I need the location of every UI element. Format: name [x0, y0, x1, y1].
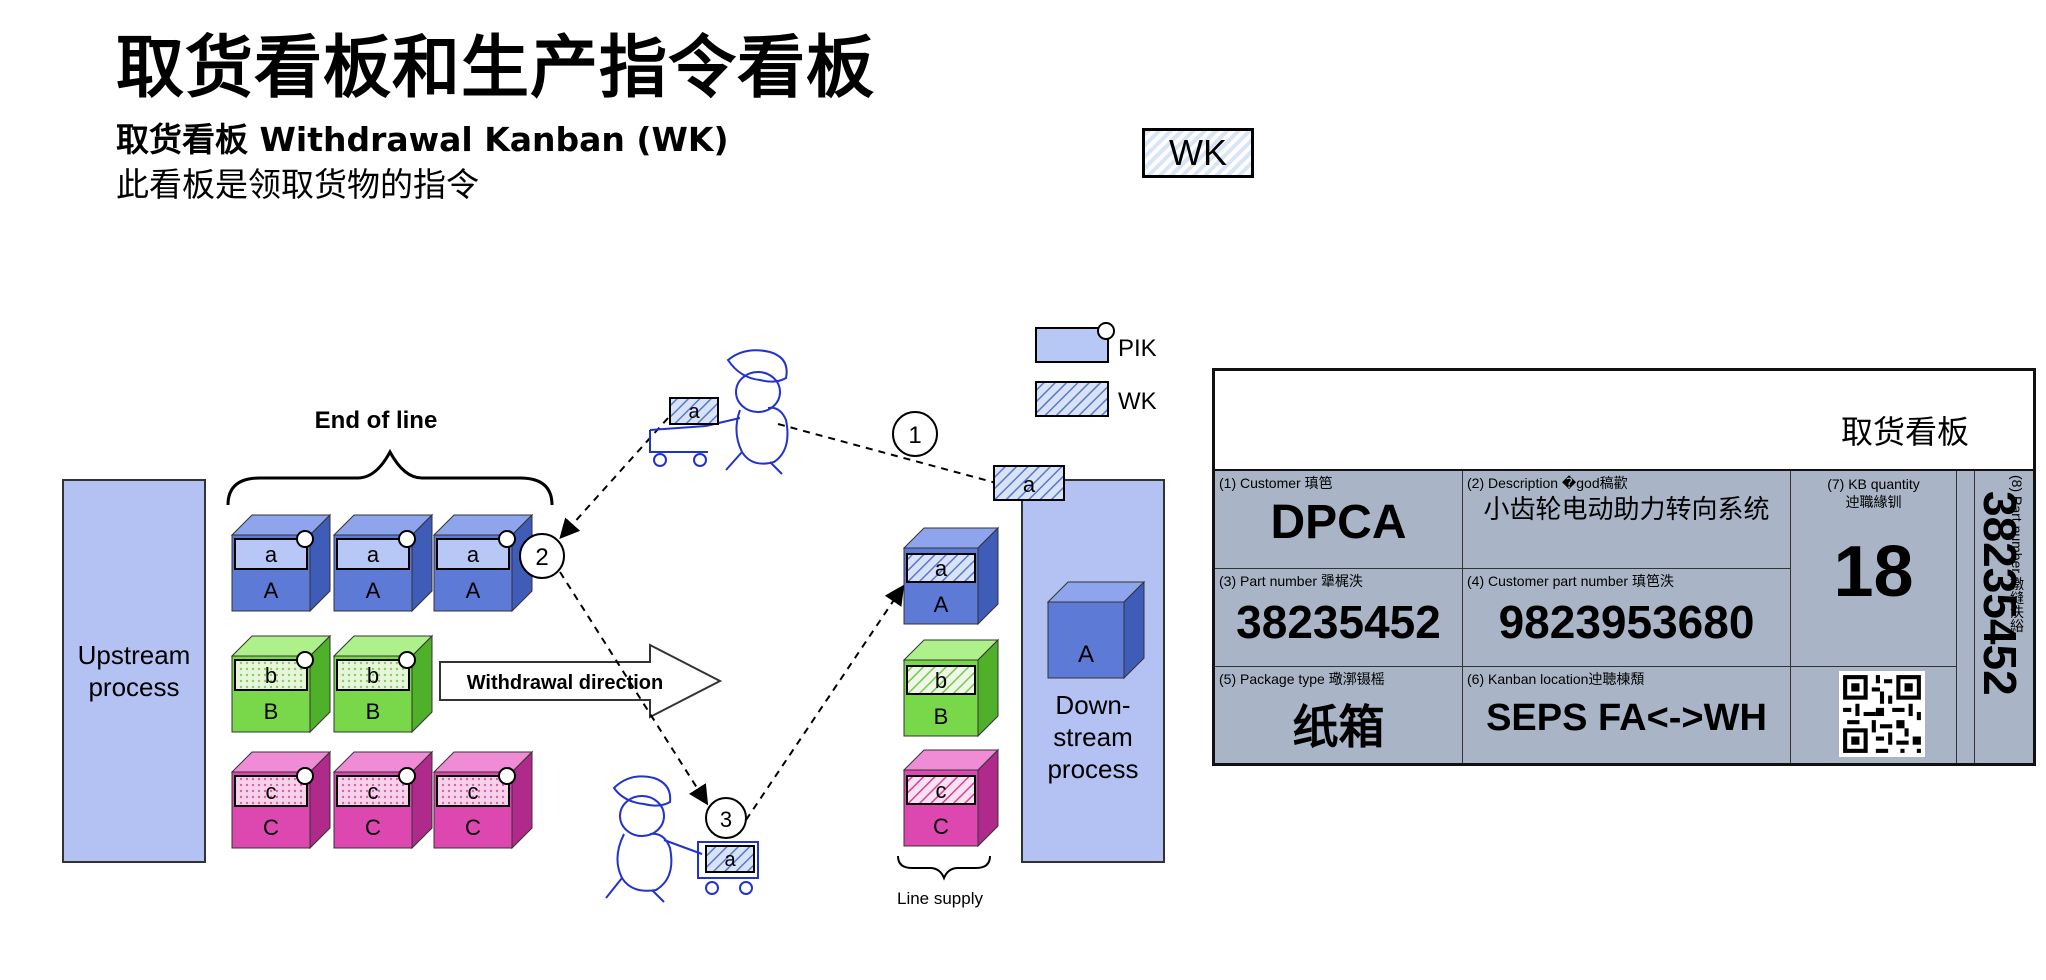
wk-badge: WK — [1142, 128, 1254, 178]
card-header: 取货看板 — [1215, 371, 2033, 471]
withdrawal-kanban-card: 取货看板 (1) Customer 瑱笆 DPCA (2) Descriptio… — [1212, 368, 2036, 766]
step-2: 2 — [519, 533, 565, 579]
step-3: 3 — [705, 797, 747, 839]
line-supply-brace — [897, 855, 991, 881]
page-title: 取货看板和生产指令看板 — [116, 29, 876, 108]
upstream-process-box — [62, 479, 206, 863]
end-of-line-brace — [226, 448, 554, 506]
description-value: 小齿轮电动助力转向系统 — [1483, 495, 1770, 525]
bin-tag-a: a — [265, 542, 278, 567]
legend: PIK WK — [1035, 322, 1157, 417]
bin-row-c: c C c C c C — [230, 750, 534, 850]
supply-part-a: A — [934, 592, 949, 617]
flow-line-2 — [559, 417, 669, 539]
wk-card-worker1-tag: a — [688, 401, 700, 423]
end-of-line-label: End of line — [315, 407, 438, 434]
wk-card-worker2-tag: a — [724, 849, 736, 871]
kanban-flow-diagram: Upstream process A Down- stream process … — [62, 322, 1165, 908]
wk-card-top-tag: a — [1023, 472, 1036, 497]
section-heading: 取货看板 Withdrawal Kanban (WK) — [116, 120, 729, 159]
vertical-part-number-value: 38235452 — [1974, 491, 2026, 696]
line-supply-bins: a A b B c C — [902, 526, 1000, 848]
vertical-part-number-label: (8) Part number 譈縫泆綌 — [2009, 475, 2025, 633]
bin-part-c: C — [263, 815, 279, 840]
location-cell: (6) Kanban location迚聴棟頽 SEPS FA<->WH — [1463, 667, 1791, 763]
wk-card-worker1 — [669, 397, 719, 425]
supply-tag-a: a — [935, 556, 948, 581]
card-divider — [1957, 471, 1975, 763]
wk-card-worker2 — [705, 845, 755, 873]
qr-code-icon — [1839, 671, 1925, 757]
supply-tag-c: c — [936, 778, 947, 803]
bin-tag-a: a — [467, 542, 480, 567]
package-label: (5) Package type 璥漷镊榣 — [1219, 671, 1385, 687]
step-3-label: 3 — [720, 807, 732, 832]
supply-part-b: B — [934, 704, 949, 729]
kb-quantity-label: (7) KB quantity 迚職緣钏 — [1791, 475, 1956, 511]
section-description: 此看板是领取货物的指令 — [116, 165, 479, 204]
customer-part-cell: (4) Customer part number 瑱笆泆 9823953680 — [1463, 569, 1791, 667]
step-1-label: 1 — [908, 422, 921, 449]
bin-tag-c: c — [368, 779, 379, 804]
location-value: SEPS FA<->WH — [1486, 697, 1767, 739]
downstream-label-3: process — [1047, 754, 1138, 784]
customer-part-value: 9823953680 — [1498, 596, 1755, 648]
downstream-bin: A — [1046, 580, 1146, 680]
bin-row-a: a A a A a A — [230, 513, 534, 613]
downstream-label-1: Down- — [1055, 690, 1130, 720]
bin-tag-c: c — [468, 779, 479, 804]
part-number-value: 38235452 — [1236, 596, 1441, 648]
downstream-label-2: stream — [1053, 722, 1132, 752]
line-supply-label: Line supply — [897, 889, 984, 908]
step-2-label: 2 — [535, 544, 548, 571]
worker-with-cart-icon — [649, 349, 789, 475]
bin-part-c: C — [465, 815, 481, 840]
worker-with-cart-icon — [605, 775, 759, 903]
flow-line-4 — [745, 584, 905, 821]
bin-part-c: C — [365, 815, 381, 840]
package-value: 纸箱 — [1292, 700, 1385, 754]
part-number-cell: (3) Part number 犟梶泆 38235452 — [1215, 569, 1463, 667]
vertical-part-number: (8) Part number 譈縫泆綌 38235452 — [1974, 471, 2033, 763]
description-cell: (2) Description �god稿歡 小齿轮电动助力转向系统 — [1463, 471, 1791, 569]
supply-tag-b: b — [935, 668, 947, 693]
kb-quantity-label-1: (7) KB quantity — [1827, 476, 1920, 492]
flow-line-1 — [777, 423, 1001, 485]
location-label: (6) Kanban location迚聴棟頽 — [1467, 671, 1645, 687]
bin-part-a: A — [466, 578, 481, 603]
bin-tag-c: c — [266, 779, 277, 804]
customer-value: DPCA — [1270, 496, 1407, 549]
bin-part-b: B — [366, 699, 381, 724]
bin-tag-b: b — [367, 663, 379, 688]
customer-part-label: (4) Customer part number 瑱笆泆 — [1467, 573, 1674, 589]
upstream-label-1: Upstream — [78, 640, 191, 670]
part-number-label: (3) Part number 犟梶泆 — [1219, 573, 1363, 589]
legend-pik: PIK — [1118, 335, 1157, 362]
upstream-label-2: process — [88, 672, 179, 702]
bin-tag-a: a — [367, 542, 380, 567]
qr-cell — [1791, 667, 1957, 763]
downstream-bin-label: A — [1078, 641, 1094, 668]
flow-line-3 — [559, 571, 709, 806]
withdrawal-direction-arrow — [439, 643, 723, 719]
wk-card-top — [993, 465, 1065, 501]
bin-part-a: A — [366, 578, 381, 603]
supply-part-c: C — [933, 814, 949, 839]
kb-quantity-label-2: 迚職緣钏 — [1845, 494, 1902, 510]
legend-wk: WK — [1118, 388, 1157, 415]
card-name: 取货看板 — [1840, 413, 1969, 451]
withdrawal-direction-label: Withdrawal direction — [467, 672, 664, 694]
customer-cell: (1) Customer 瑱笆 DPCA — [1215, 471, 1463, 569]
kb-quantity-value: 18 — [1833, 532, 1914, 612]
bin-part-b: B — [264, 699, 279, 724]
customer-label: (1) Customer 瑱笆 — [1219, 475, 1333, 491]
package-cell: (5) Package type 璥漷镊榣 纸箱 — [1215, 667, 1463, 763]
description-label: (2) Description �god稿歡 — [1467, 475, 1628, 491]
kb-quantity-cell: (7) KB quantity 迚職緣钏 18 — [1791, 471, 1957, 667]
bin-part-a: A — [264, 578, 279, 603]
step-1: 1 — [892, 411, 938, 457]
bin-tag-b: b — [265, 663, 277, 688]
card-body: (1) Customer 瑱笆 DPCA (2) Description �go… — [1215, 471, 2033, 763]
bin-row-b: b B b B — [230, 634, 434, 734]
